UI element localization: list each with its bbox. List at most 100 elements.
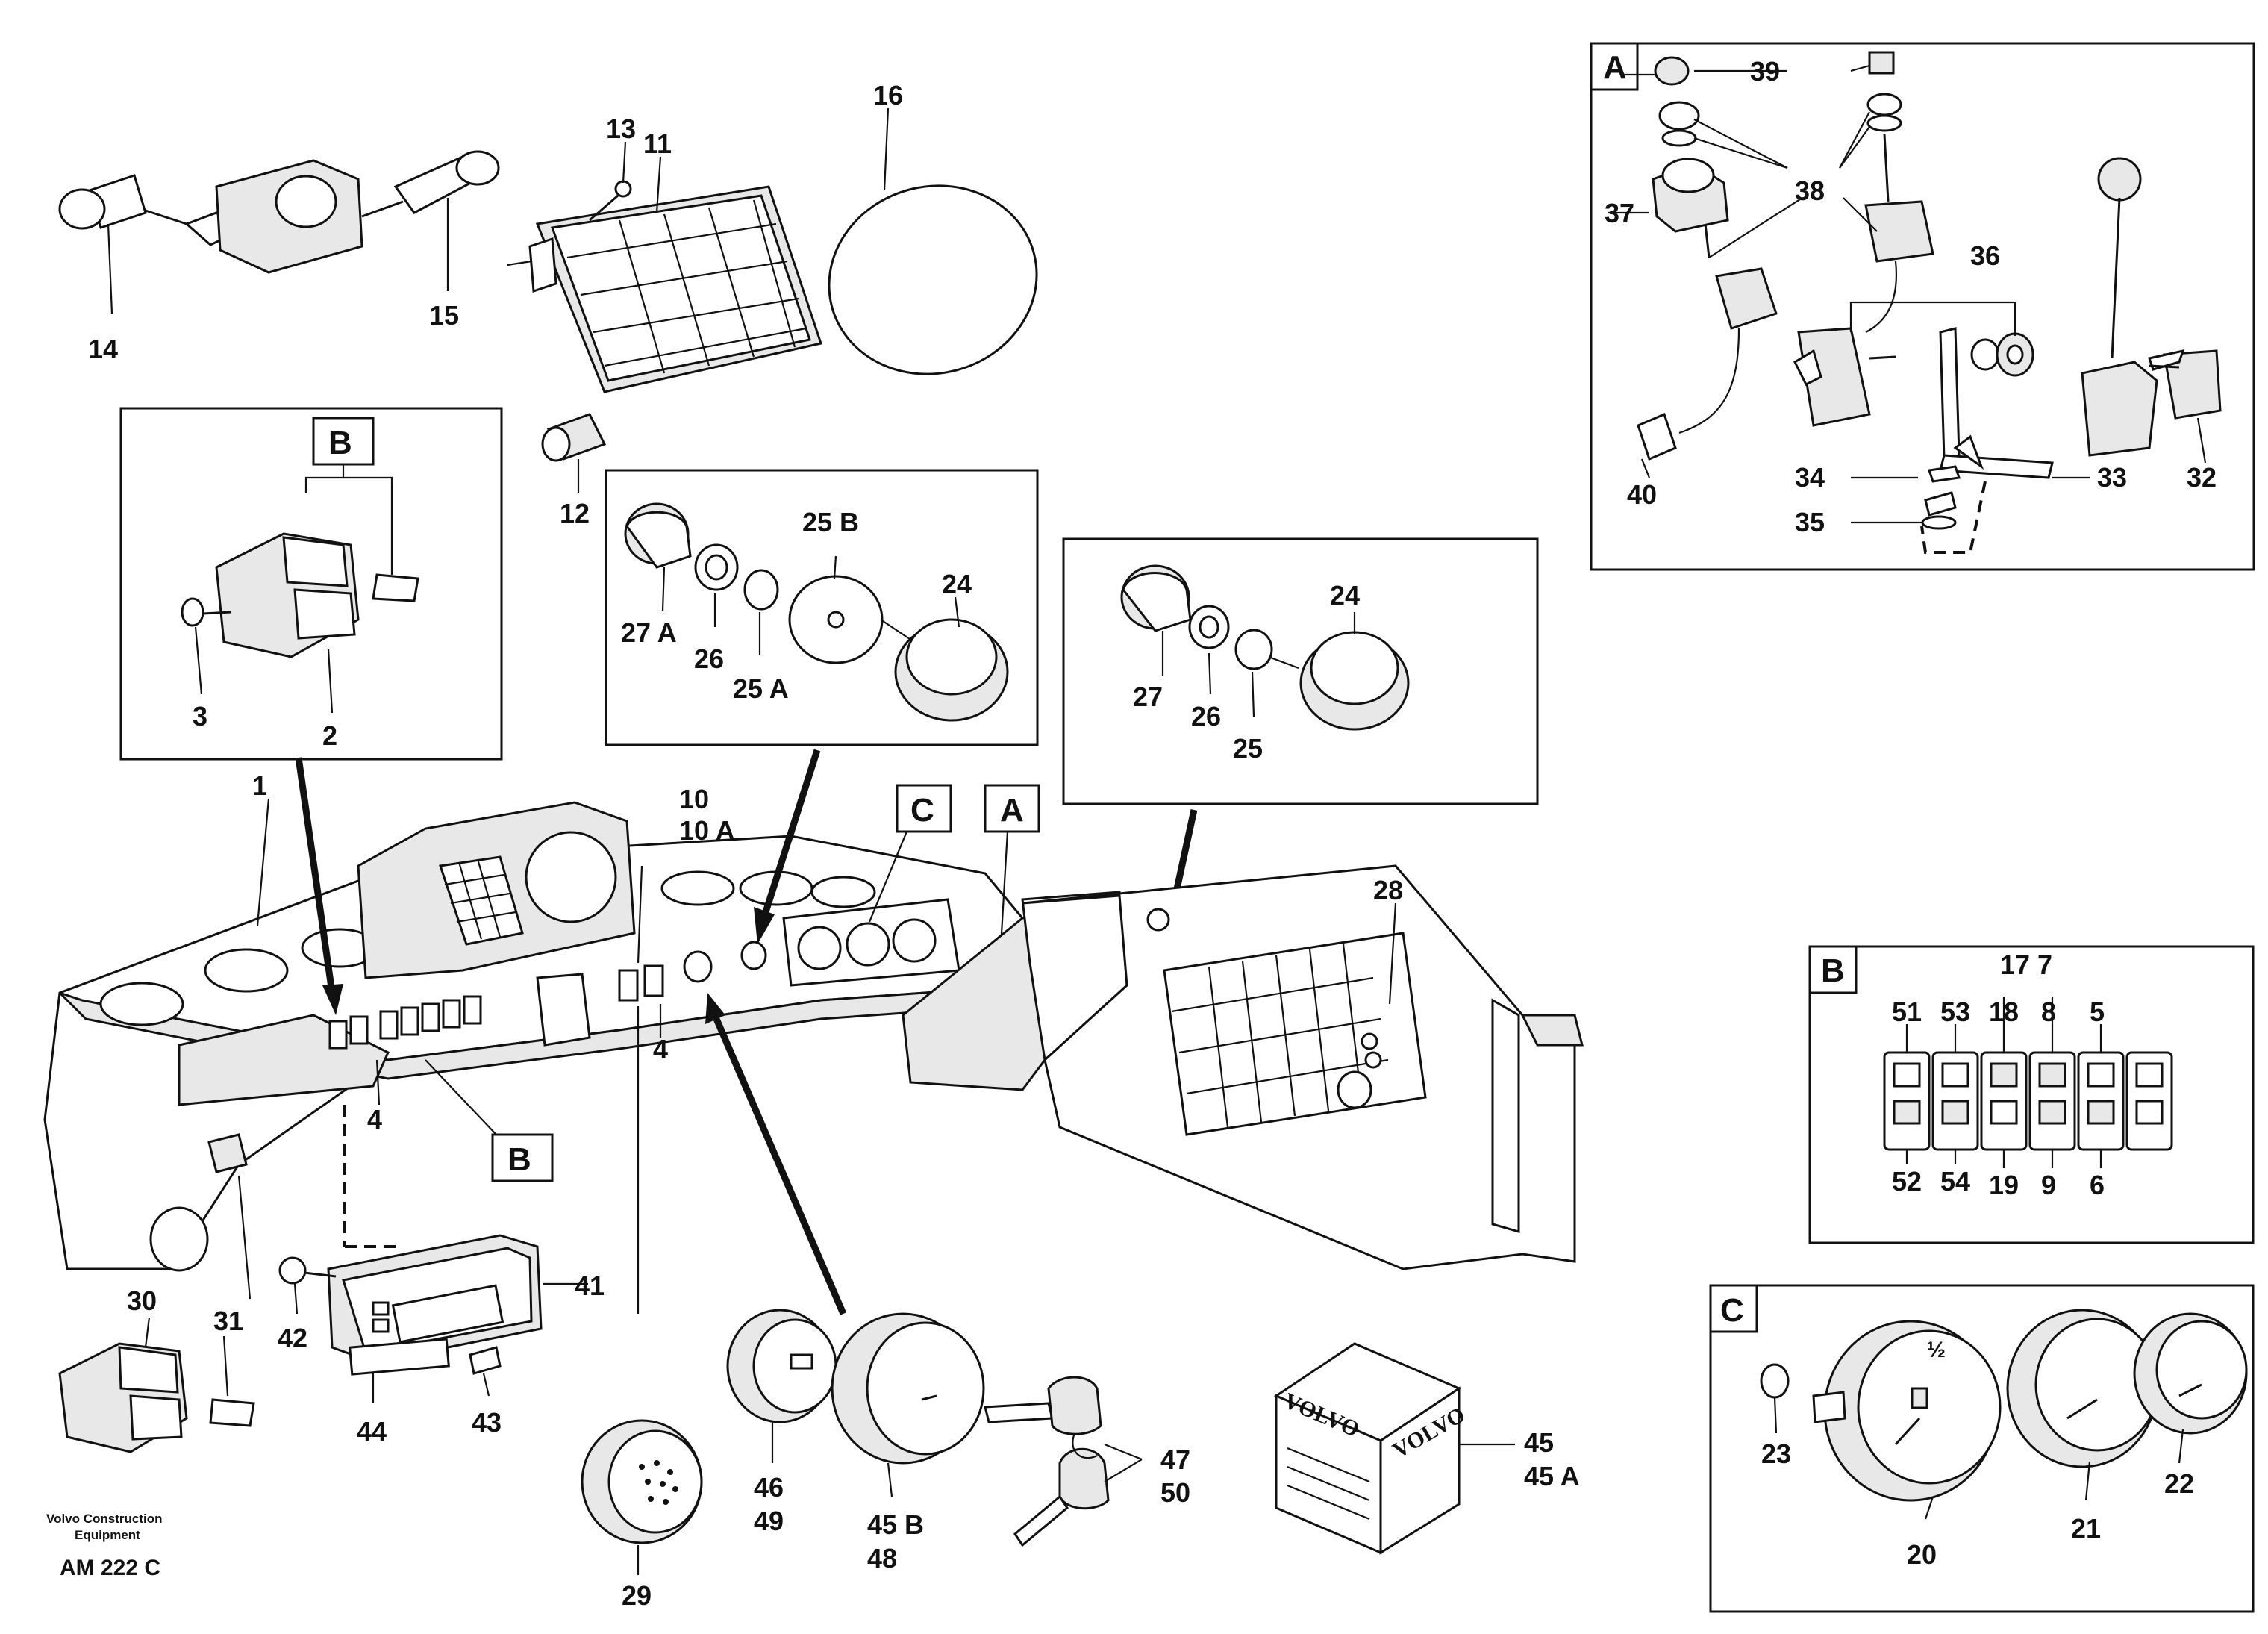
callout-2: 2: [322, 720, 337, 751]
callout-27a: 27 A: [621, 617, 677, 648]
dashboard: [43, 798, 1062, 1314]
combination-switch: [58, 150, 500, 314]
credit-line-2: Equipment: [75, 1528, 140, 1542]
callout-46: 46: [754, 1472, 784, 1503]
switch-pair-10: [618, 964, 664, 1002]
callout-45b: 45 B: [867, 1509, 924, 1540]
callout-22: 22: [2164, 1468, 2194, 1499]
leader-arrow-ignition: [713, 1017, 847, 1315]
callout-52: 52: [1892, 1166, 1922, 1197]
callout-38: 38: [1795, 175, 1825, 206]
marker-a-letter: A: [1000, 792, 1024, 829]
callout-40: 40: [1627, 479, 1657, 510]
warning-lamp-panel: [507, 141, 822, 393]
callout-45a: 45 A: [1524, 1461, 1580, 1491]
panel-a: [1590, 42, 2255, 571]
callout-36: 36: [1970, 240, 2000, 271]
callout-37: 37: [1605, 198, 1634, 228]
gauges: [1760, 1309, 2248, 1520]
figure-code: AM 222 C: [60, 1556, 160, 1580]
leader-arrow-rotary-head: [754, 907, 775, 944]
rocker-switch-assembly: [181, 464, 419, 714]
marker-a-box: [984, 784, 1040, 833]
callout-10a: 10 A: [679, 815, 735, 846]
callout-4b: 4: [653, 1034, 668, 1064]
callout-10: 10: [679, 784, 709, 814]
callout-30: 30: [127, 1285, 157, 1316]
marker-b-dashboard-letter: B: [507, 1141, 531, 1178]
callout-29: 29: [622, 1580, 652, 1611]
buzzer: [581, 1419, 703, 1575]
callout-33: 33: [2097, 462, 2127, 493]
rotary-switch-2: [1120, 564, 1410, 731]
callout-20: 20: [1907, 1539, 1937, 1570]
marker-b-dashboard-box: [491, 1133, 554, 1182]
ignition-switch: [726, 1309, 985, 1497]
callout-9: 9: [2041, 1170, 2056, 1200]
callout-28: 28: [1373, 875, 1403, 905]
callout-27: 27: [1133, 682, 1163, 712]
callout-7: 7: [2037, 949, 2052, 980]
panel-a-letter-box: [1590, 42, 1639, 91]
callout-12: 12: [560, 498, 590, 528]
switch-row-4: [328, 995, 482, 1050]
callout-25: 25: [1233, 733, 1263, 764]
callout-49: 49: [754, 1506, 784, 1536]
panel-c-letter: C: [1720, 1292, 1744, 1329]
leader-arrow-b: [295, 757, 336, 994]
callout-5: 5: [2090, 997, 2105, 1027]
rocker-switch-30: [58, 1317, 255, 1453]
callout-24a: 24: [942, 569, 972, 599]
leader-arrow-rotary-2: [1172, 809, 1198, 896]
leader-arrow-rotary: [761, 749, 821, 916]
callout-14: 14: [88, 334, 118, 364]
credit-line-1: Volvo Construction: [46, 1512, 163, 1526]
gauge-half-mark: ½: [1927, 1338, 1946, 1362]
panel-c-letter-box: [1709, 1284, 1758, 1333]
callout-18: 18: [1989, 997, 2019, 1027]
callout-26b: 26: [1191, 701, 1221, 732]
callout-15: 15: [429, 300, 459, 331]
side-panel: [902, 864, 1584, 1270]
leader-arrow-ignition-head: [705, 993, 725, 1024]
callout-13: 13: [606, 113, 636, 144]
marker-c-letter: C: [910, 792, 934, 829]
callout-45: 45: [1524, 1427, 1554, 1458]
callout-21: 21: [2071, 1513, 2101, 1544]
callout-17: 17: [2000, 949, 2030, 980]
callout-23: 23: [1761, 1438, 1791, 1469]
callout-51: 51: [1892, 997, 1922, 1027]
panel-b-letter-box: [1808, 945, 1858, 994]
callout-39: 39: [1750, 56, 1780, 87]
callout-25b: 25 B: [802, 507, 859, 537]
marker-c-box: [896, 784, 952, 833]
callout-53: 53: [1940, 997, 1970, 1027]
callout-54: 54: [1940, 1166, 1970, 1197]
callout-8: 8: [2041, 997, 2056, 1027]
callout-47: 47: [1160, 1444, 1190, 1475]
callout-4a: 4: [367, 1104, 382, 1135]
panel-a-letter: A: [1603, 49, 1627, 86]
marker-b-detail-letter: B: [328, 425, 352, 461]
callout-26a: 26: [694, 643, 724, 674]
callout-6: 6: [2090, 1170, 2105, 1200]
callout-42: 42: [278, 1323, 307, 1353]
callout-32: 32: [2187, 462, 2217, 493]
callout-44: 44: [357, 1416, 387, 1447]
callout-41: 41: [575, 1270, 605, 1301]
panel-b-letter: B: [1821, 952, 1845, 989]
callout-35: 35: [1795, 507, 1825, 537]
switch-row-panel-b: [1883, 997, 2173, 1168]
rotary-switch-1: [624, 502, 1009, 722]
callout-24b: 24: [1330, 580, 1360, 611]
callout-25a: 25 A: [733, 673, 789, 704]
callout-19: 19: [1989, 1170, 2019, 1200]
callout-11: 11: [643, 128, 672, 159]
callout-16: 16: [873, 80, 903, 110]
bulb-12: [541, 413, 607, 493]
leader-arrow-b-head: [322, 984, 343, 1015]
climate-control-unit: [278, 1234, 588, 1403]
panel-a-parts: [1608, 51, 2222, 554]
